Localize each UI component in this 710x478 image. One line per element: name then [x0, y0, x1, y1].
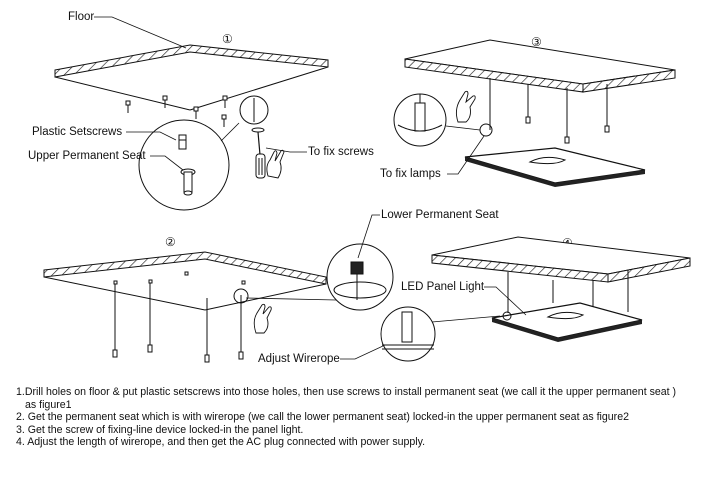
instructions: 1.Drill holes on floor & put plastic set… — [16, 386, 701, 449]
figure-3-wireropes — [489, 78, 610, 144]
figure-1: ① Floor Plastic Setscrews — [28, 11, 374, 211]
figure-3-ceiling-slab — [404, 39, 676, 93]
screwdriver-icon — [255, 131, 266, 179]
floor-leader — [94, 16, 187, 49]
figure-1-number: ① — [222, 32, 233, 46]
led-panel-light-label: LED Panel Light — [401, 281, 485, 293]
setscrew-detail — [178, 134, 187, 150]
figure-4-panel-light — [491, 302, 643, 342]
adjust-wirerope-label: Adjust Wirerope — [258, 353, 340, 365]
figure-3: ③ To fix lamps — [380, 35, 676, 187]
upper-seat-detail — [180, 168, 196, 196]
lower-seat-detail — [333, 261, 387, 300]
hand-icon-2 — [253, 303, 272, 334]
instruction-step-1: 1.Drill holes on floor & put plastic set… — [16, 386, 677, 398]
upper-permanent-seat-label: Upper Permanent Seat — [28, 150, 146, 162]
to-fix-screws-label: To fix screws — [308, 146, 374, 158]
figure-3-panel-light — [464, 147, 646, 187]
figure-1-ceiling-slab — [54, 44, 329, 111]
figure-1-screws — [125, 95, 228, 127]
plastic-setscrews-label: Plastic Setscrews — [32, 126, 122, 138]
instruction-step-1-cont: as figure1 — [25, 398, 72, 411]
figure-3-number: ③ — [531, 35, 542, 49]
figure-1-detail-circle — [138, 119, 230, 211]
figure-2: ② Lower Permanent Seat — [43, 209, 499, 365]
panel-connector-detail — [382, 311, 434, 350]
floor-label: Floor — [68, 11, 94, 23]
fixing-device-detail — [397, 94, 443, 132]
figure-4: ④ LED Panel Light — [380, 236, 691, 362]
instruction-step-3: 3. Get the screw of fixing-line device l… — [16, 423, 304, 436]
figure-2-number: ② — [165, 235, 176, 249]
lower-permanent-seat-label: Lower Permanent Seat — [381, 209, 499, 221]
figure-4-detail-circle — [380, 306, 436, 362]
instruction-step-4: 4. Adjust the length of wirerope, and th… — [16, 436, 426, 449]
screw-detail-circle — [239, 95, 269, 125]
to-fix-lamps-label: To fix lamps — [380, 168, 441, 180]
hand-icon-3 — [455, 90, 476, 123]
figure-2-wireropes — [112, 271, 246, 363]
figure-2-ceiling-slab — [43, 251, 327, 311]
hand-icon — [266, 149, 285, 179]
instruction-step-2: 2. Get the permanent seat which is with … — [16, 411, 629, 424]
figure-2-detail-circle — [326, 243, 394, 311]
figure-4-ceiling-slab — [431, 236, 691, 283]
